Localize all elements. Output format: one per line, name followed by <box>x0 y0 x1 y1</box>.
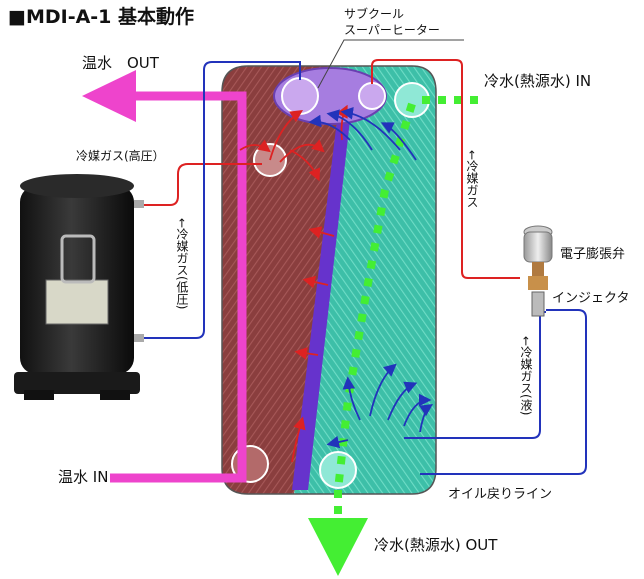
refrigerant-high-pressure-line <box>140 163 262 206</box>
blue-arrow <box>369 363 397 417</box>
warm-water-out-label: 温水 OUT <box>82 54 159 72</box>
red-arrow <box>302 275 329 289</box>
blue-arrow <box>387 381 418 421</box>
blue-arrow <box>403 393 432 427</box>
red-arrow <box>239 139 271 153</box>
warm-water-in-label: 温水 IN <box>58 468 109 486</box>
blue-arrow <box>326 109 373 151</box>
injector <box>531 291 545 317</box>
red-arrow <box>291 416 306 463</box>
cold-water-in-label: 冷水(熱源水) IN <box>484 72 592 90</box>
refrigerant-gas-high-label: 冷媒ガス(高圧） <box>76 149 165 163</box>
valve-neck <box>532 262 544 276</box>
refrigerant-gas-low-label: ←冷媒ガス(低圧) <box>175 218 189 310</box>
red-arrow <box>308 226 335 239</box>
port-cold-out <box>319 451 357 489</box>
warm-water-out-arrow <box>82 70 136 122</box>
blue-arrow <box>380 122 417 161</box>
page-title: ■MDI-A-1 基本動作 <box>8 6 195 28</box>
injector-body <box>531 291 545 317</box>
compressor-bracket <box>60 234 96 284</box>
subcool-label: サブクール <box>344 7 405 21</box>
compressor-base <box>14 372 140 394</box>
compressor-foot <box>24 390 54 400</box>
blue-arrow <box>340 107 401 151</box>
red-arrow <box>294 347 319 360</box>
expansion-valve <box>523 225 553 290</box>
port-warm-out <box>281 77 319 115</box>
valve-body <box>528 276 548 290</box>
expansion-valve-label: 電子膨張弁 <box>560 247 626 262</box>
blue-arrow <box>419 403 433 433</box>
refrigerant-low-pressure-line <box>138 61 301 339</box>
compressor-top <box>20 174 134 198</box>
compressor-suction-pipe <box>134 334 144 342</box>
injector-label: インジェクタ <box>552 291 630 306</box>
plate-heat-exchanger <box>221 65 437 495</box>
cold-water-out-label: 冷水(熱源水) OUT <box>374 536 498 554</box>
compressor-label-plate <box>45 279 109 325</box>
superheater-label: スーパーヒーター <box>344 23 440 37</box>
red-arrow <box>269 110 304 161</box>
compressor-discharge-pipe <box>134 200 144 208</box>
blue-arrow <box>308 114 351 141</box>
cold-water-flow <box>308 96 478 576</box>
internal-flow-arrows <box>239 104 433 463</box>
valve-head <box>523 231 553 263</box>
blue-arrow <box>342 376 361 421</box>
warm-water-pipe <box>110 91 247 483</box>
red-arrow <box>289 149 321 182</box>
refrigerant-gas-label: ←冷媒ガス <box>465 150 479 209</box>
warm-water-flow <box>82 70 247 483</box>
plate-divider <box>292 120 350 490</box>
oil-return-label: オイル戻りライン <box>448 487 553 502</box>
blue-arrow <box>326 435 349 449</box>
cold-water-path <box>334 102 416 491</box>
port-refrigerant-top <box>358 82 386 110</box>
refrigerant-liquid-label: ←冷媒ガス(液) <box>519 336 533 416</box>
oil-return-line <box>420 309 587 475</box>
red-arrow <box>279 139 325 163</box>
compressor-foot <box>100 390 130 400</box>
compressor <box>14 174 144 400</box>
cold-water-out-arrow <box>308 518 368 576</box>
